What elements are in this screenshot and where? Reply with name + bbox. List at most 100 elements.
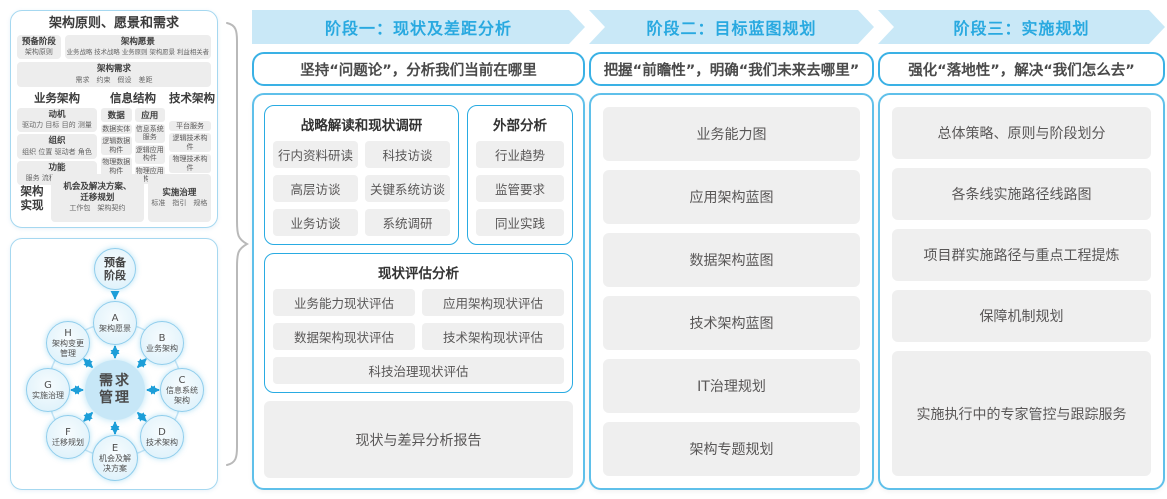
vision-title: 架构愿景 xyxy=(120,37,155,48)
phase-2-header-text: 阶段二：目标蓝图规划 xyxy=(646,19,817,38)
list-item: 架构专题规划 xyxy=(603,422,860,476)
node-letter: G xyxy=(44,379,52,391)
adm-node-a-vision: A 架构愿景 xyxy=(93,301,137,345)
node-letter: F xyxy=(65,426,71,438)
phase-3-column: 阶段三：实施规划 强化“落地性”，解决“我们怎么去” 总体策略、原则与阶段划分 … xyxy=(878,10,1165,490)
motivation-items: 驱动力 目标 目的 测量 xyxy=(22,121,92,130)
prep-line1: 预备 xyxy=(104,255,126,269)
phase-1-card: 战略解读和现状调研 行内资料研读 科技访谈 高层访谈 关键系统访谈 业务访谈 系… xyxy=(252,93,585,490)
list-item: 平台服务 xyxy=(169,120,211,132)
phase-3-card: 总体策略、原则与阶段划分 各条线实施路径线路图 项目群实施路径与重点工程提炼 保… xyxy=(878,93,1165,490)
phases-row: 阶段一：现状及差距分析 坚持“问题论”，分析我们当前在哪里 战略解读和现状调研 … xyxy=(252,10,1165,490)
curly-brace-connector xyxy=(226,22,249,466)
assessment-box: 现状评估分析 业务能力现状评估 应用架构现状评估 数据架构现状评估 技术架构现状… xyxy=(264,253,573,393)
prep-vision-row: 预备阶段 架构原则 架构愿景 业务战略 技术战略 业务原则 架构愿景 利益相关者 xyxy=(17,35,211,60)
center-line2: 管理 xyxy=(99,390,131,406)
realization-label-line1: 架构 xyxy=(20,183,44,198)
node-letter: H xyxy=(64,328,72,340)
requirements-items: 需求 约束 假设 差距 xyxy=(75,75,153,84)
list-item: 同业实践 xyxy=(476,209,564,236)
list-item: 数据实体 xyxy=(101,123,132,135)
list-item: 物理数据构件 xyxy=(101,157,132,176)
node-label: 架构愿景 xyxy=(99,323,131,333)
external-items: 行业趋势 监管要求 同业实践 xyxy=(476,141,564,236)
information-structure-title: 信息结构 xyxy=(110,90,156,105)
requirements-box: 架构需求 需求 约束 假设 差距 xyxy=(17,62,211,87)
research-title: 战略解读和现状调研 xyxy=(300,118,423,134)
implementation-governance-box: 实施治理 标准 指引 规格 xyxy=(147,174,211,222)
node-label: 架构变更管理 xyxy=(52,339,84,358)
technology-architecture-title: 技术架构 xyxy=(169,90,215,105)
phase-3-header: 阶段三：实施规划 xyxy=(878,10,1165,44)
organization-box: 组织 组织 位置 驱动者 角色 xyxy=(17,134,97,159)
node-letter: D xyxy=(158,426,166,438)
list-item: 逻辑数据构件 xyxy=(101,136,132,156)
list-item: 行业趋势 xyxy=(476,141,564,168)
list-item: 应用架构现状评估 xyxy=(422,289,564,316)
opportunities-items: 工作包 架构契约 xyxy=(69,204,126,213)
vision-items: 业务战略 技术战略 业务原则 架构愿景 利益相关者 xyxy=(66,48,209,57)
list-item: 数据架构蓝图 xyxy=(603,233,860,287)
list-item: 各条线实施路径线路图 xyxy=(892,168,1151,221)
adm-node-b-business: B 业务架构 xyxy=(140,321,184,365)
list-item: 实施执行中的专家管控与跟踪服务 xyxy=(892,351,1151,476)
list-item: 技术架构蓝图 xyxy=(603,296,860,350)
list-item: 信息系统服务 xyxy=(134,123,165,143)
architecture-realization-row: 架构 实现 机会及解决方案、 迁移规划 工作包 架构契约 实施治理 标准 指引 … xyxy=(17,174,211,222)
prep-stage-label: 预备阶段 xyxy=(21,37,56,47)
phase-1-column: 阶段一：现状及差距分析 坚持“问题论”，分析我们当前在哪里 战略解读和现状调研 … xyxy=(252,10,585,490)
phase-3-subtitle-text: 强化“落地性”，解决“我们怎么去” xyxy=(908,62,1135,79)
technology-architecture-column: 技术架构 平台服务 逻辑技术构件 物理技术构件 xyxy=(169,90,215,173)
prep-stage-box: 预备阶段 架构原则 xyxy=(17,35,61,60)
technology-items: 平台服务 逻辑技术构件 物理技术构件 xyxy=(169,120,211,173)
node-letter: A xyxy=(111,312,119,324)
phase-2-subtitle: 把握“前瞻性”，明确“我们未来去哪里” xyxy=(589,52,874,86)
adm-node-f-migration: F 迁移规划 xyxy=(46,415,90,459)
phase-2-card: 业务能力图 应用架构蓝图 数据架构蓝图 技术架构蓝图 IT治理规划 架构专题规划 xyxy=(589,93,874,490)
data-title: 数据 xyxy=(101,107,132,122)
business-architecture-title: 业务架构 xyxy=(34,90,80,105)
adm-node-c-information-systems: C 信息系统架构 xyxy=(160,368,204,412)
phase-2-column: 阶段二：目标蓝图规划 把握“前瞻性”，明确“我们未来去哪里” 业务能力图 应用架… xyxy=(589,10,874,490)
list-item: 应用架构蓝图 xyxy=(603,170,860,224)
phase-1-subtitle-text: 坚持“问题论”，分析我们当前在哪里 xyxy=(300,62,537,79)
vision-box: 架构愿景 业务战略 技术战略 业务原则 架构愿景 利益相关者 xyxy=(64,35,211,60)
information-structure-column: 信息结构 数据 数据实体 逻辑数据构件 物理数据构件 应用 信息系统服务 逻辑应… xyxy=(101,90,165,185)
adm-node-d-technology: D 技术架构 xyxy=(140,415,184,459)
list-item: IT治理规划 xyxy=(603,359,860,413)
node-letter: B xyxy=(158,332,166,344)
list-item: 项目群实施路径与重点工程提炼 xyxy=(892,229,1151,282)
list-item: 科技访谈 xyxy=(365,141,450,168)
node-label: 业务架构 xyxy=(146,343,178,353)
assessment-grid: 业务能力现状评估 应用架构现状评估 数据架构现状评估 技术架构现状评估 xyxy=(273,289,564,350)
phase-1-header-text: 阶段一：现状及差距分析 xyxy=(324,19,512,38)
center-line1: 需求 xyxy=(99,372,131,389)
gap-analysis-report-box: 现状与差异分析报告 xyxy=(264,401,573,478)
prep-principle-label: 架构原则 xyxy=(24,48,53,57)
requirements-title: 架构需求 xyxy=(96,64,131,75)
list-item: 总体策略、原则与阶段划分 xyxy=(892,107,1151,160)
architecture-framework-panel: 架构原则、愿景和需求 预备阶段 架构原则 架构愿景 业务战略 技术战略 业务原则… xyxy=(10,10,218,228)
framework-title: 架构原则、愿景和需求 xyxy=(48,16,179,31)
node-label: 信息系统架构 xyxy=(166,386,198,405)
organization-items: 组织 位置 驱动者 角色 xyxy=(22,147,92,156)
list-item: 逻辑应用构件 xyxy=(134,144,165,164)
adm-node-preliminary: 预备 阶段 xyxy=(94,248,136,290)
node-letter: C xyxy=(178,375,186,387)
phase-2-subtitle-text: 把握“前瞻性”，明确“我们未来去哪里” xyxy=(603,62,860,79)
motivation-box: 动机 驱动力 目标 目的 测量 xyxy=(17,107,97,133)
external-analysis-title: 外部分析 xyxy=(493,118,547,134)
architecture-domains-row: 业务架构 动机 驱动力 目标 目的 测量 组织 组织 位置 驱动者 角色 功能 … xyxy=(17,90,215,186)
phase-2-header: 阶段二：目标蓝图规划 xyxy=(589,10,874,44)
assessment-title: 现状评估分析 xyxy=(378,266,459,282)
list-item: 高层访谈 xyxy=(273,175,358,202)
phase-3-header-text: 阶段三：实施规划 xyxy=(953,19,1090,38)
node-label: 实施治理 xyxy=(32,390,64,400)
list-item: 保障机制规划 xyxy=(892,290,1151,343)
function-title: 功能 xyxy=(48,162,66,173)
phase-1-subtitle: 坚持“问题论”，分析我们当前在哪里 xyxy=(252,52,585,86)
realization-label: 架构 实现 xyxy=(17,174,47,222)
adm-node-h-change-management: H 架构变更管理 xyxy=(46,321,90,365)
adm-node-g-governance: G 实施治理 xyxy=(26,368,70,412)
